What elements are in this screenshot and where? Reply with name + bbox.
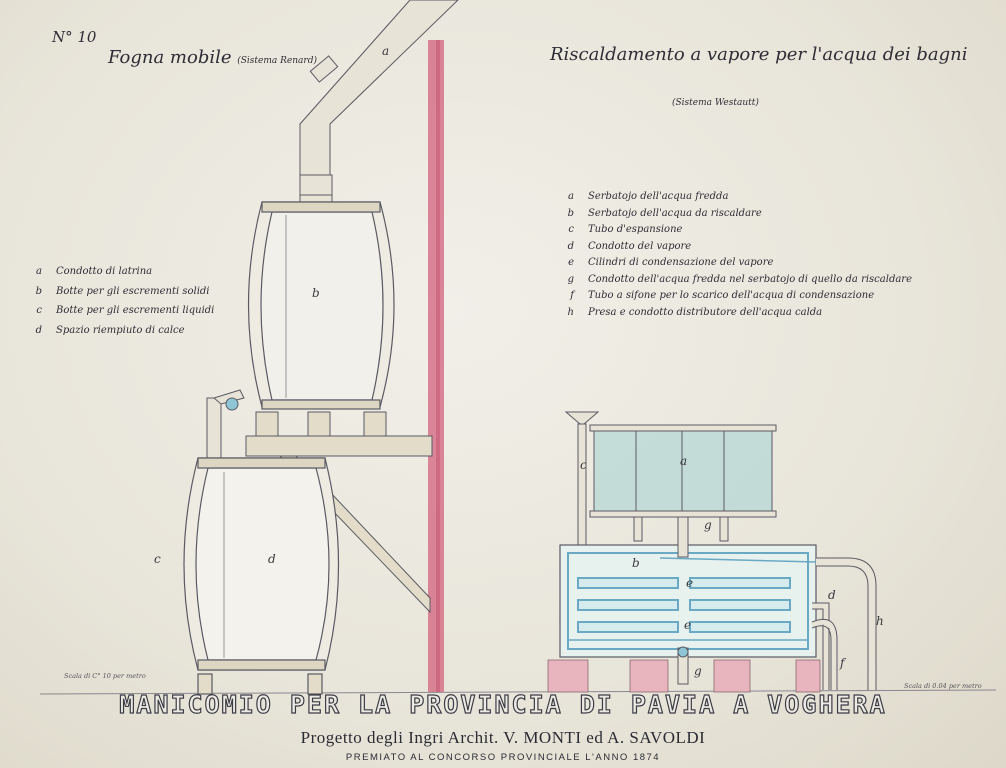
label-left-c: c [154, 552, 161, 566]
legend-left-key: a [36, 266, 42, 277]
legend-right-key: h [567, 306, 574, 318]
label-right-g2: g [694, 664, 702, 678]
label-right-e1: e [686, 576, 694, 590]
label-right-e2: e [684, 618, 692, 632]
footer-prize: PREMIATO AL CONCORSO PROVINCIALE L'ANNO … [345, 752, 661, 763]
legend-left-key: b [35, 285, 42, 297]
label-right-d: d [828, 588, 836, 602]
legend-right-text: Condotto del vapore [588, 240, 692, 252]
legend-right-text: Serbatojo dell'acqua da riscaldare [588, 207, 762, 219]
legend-right-item: f Tubo a sifone per lo scarico dell'acqua… [562, 288, 912, 305]
legend-right-text: Cilindri di condensazione del vapore [588, 257, 774, 268]
hot-water-tank [559, 544, 817, 658]
plate-number: N° 10 [52, 28, 97, 46]
legend-right-item: b Serbatojo dell'acqua da riscaldare [562, 206, 912, 223]
legend-right-item: g Condotto dell'acqua fredda nel serbatoj… [562, 272, 912, 289]
cold-water-tank [589, 424, 777, 542]
legend-right-item: a Serbatojo dell'acqua fredda [562, 189, 912, 206]
valve-icon [225, 397, 239, 411]
legend-left-item: c Botte per gli escrementi liquidi [30, 301, 214, 321]
legend-right-key: a [568, 191, 574, 202]
legend-right-key: e [568, 257, 574, 268]
label-right-h: h [876, 614, 884, 628]
legend-right-text: Serbatojo dell'acqua fredda [588, 191, 729, 202]
label-right-g1: g [704, 518, 712, 532]
scale-left: Scala di C° 10 per metro [64, 672, 146, 680]
legend-right-text: Tubo d'espansione [588, 224, 683, 235]
footer-subtitle: Progetto degli Ingri Archit. V. MONTI ed… [300, 728, 706, 747]
legend-right-text: Condotto dell'acqua fredda nel serbatojo… [588, 273, 912, 285]
legend-left-key: d [35, 324, 42, 336]
legend-left-text: Botte per gli escrementi solidi [56, 285, 210, 297]
label-right-f: f [840, 656, 845, 670]
legend-left-item: a Condotto di latrina [30, 262, 214, 282]
barrel-liquid [183, 457, 340, 695]
right-title: Riscaldamento a vapore per l'acqua dei b… [550, 44, 968, 65]
legend-left-item: d Spazio riempiuto di calce [30, 321, 214, 341]
footer-title: MANICOMIO PER LA PROVINCIA DI PAVIA A VO… [119, 689, 887, 719]
legend-right-text: Tubo a sifone per lo scarico dell'acqua … [588, 290, 875, 301]
latrine-conduit [299, 0, 459, 216]
legend-right-key: g [567, 273, 574, 285]
label-right-c: c [580, 458, 587, 472]
condensation-cylinders [577, 577, 791, 633]
left-title: Fogna mobile (Sistema Renard) [108, 47, 317, 68]
legend-left-key: c [36, 305, 42, 316]
legend-left-text: Botte per gli escrementi liquidi [56, 305, 215, 316]
heater-base [547, 659, 821, 693]
cold-water-conduit [677, 516, 689, 685]
left-title-text: Fogna mobile [108, 47, 232, 68]
label-left-b: b [312, 286, 320, 300]
legend-right-item: e Cilindri di condensazione del vapore [562, 255, 912, 272]
legend-right-key: b [567, 207, 574, 219]
drain-pipe [206, 389, 245, 464]
legend-left-text: Spazio riempiuto di calce [56, 324, 185, 336]
right-subtitle: (Sistema Westautt) [672, 98, 759, 108]
legend-right-item: h Presa e condotto distributore dell'acqu… [562, 305, 912, 322]
expansion-tube [564, 411, 600, 547]
legend-left-item: b Botte per gli escrementi solidi [30, 282, 214, 302]
legend-right-item: d Condotto del vapore [562, 239, 912, 256]
scale-right: Scala di 0.04 per metro [904, 682, 982, 690]
label-left-d: d [268, 552, 276, 566]
legend-right-text: Presa e condotto distributore dell'acqua… [588, 306, 823, 318]
legend-right: a Serbatojo dell'acqua fredda b Serbatojo d… [562, 189, 912, 321]
legend-right-item: c Tubo d'espansione [562, 222, 912, 239]
legend-right-key: d [567, 240, 574, 252]
label-left-a: a [382, 44, 390, 58]
label-right-b: b [632, 556, 640, 570]
legend-right-key: c [568, 224, 574, 235]
label-right-a: a [680, 454, 688, 468]
steam-and-siphon-pipes [810, 557, 877, 690]
legend-left-text: Condotto di latrina [56, 266, 153, 277]
legend-right-key: f [570, 290, 574, 301]
left-subtitle: (Sistema Renard) [237, 56, 317, 66]
barrel-solid [247, 201, 395, 410]
